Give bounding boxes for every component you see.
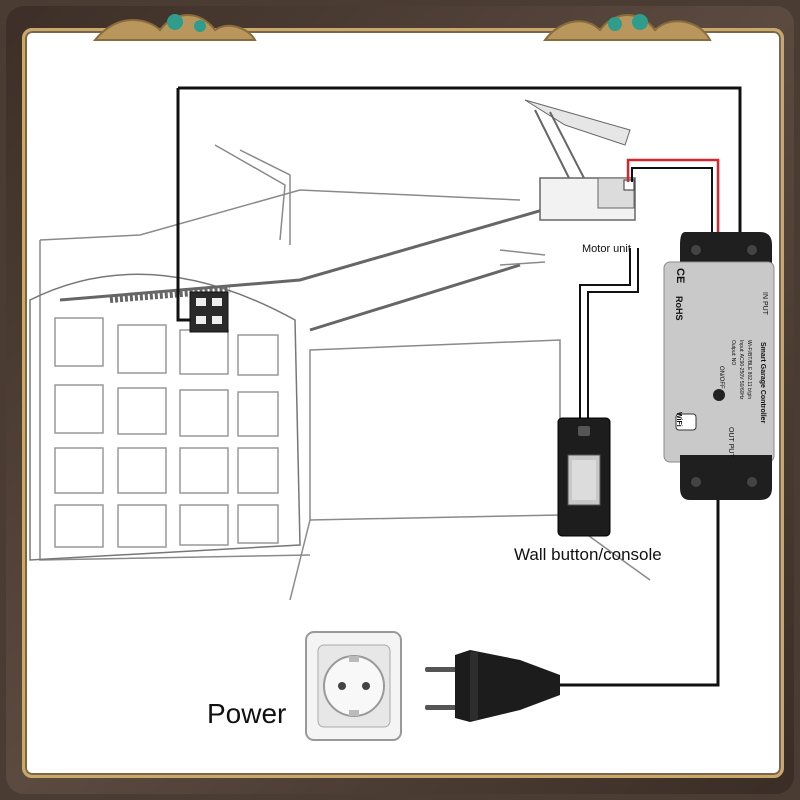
power-plug	[425, 650, 560, 722]
motor-unit	[524, 99, 636, 221]
controller-face-text: CE RoHS IN PUT Smart Garage Controller W…	[664, 262, 774, 462]
motor-unit-label: Motor unit	[582, 243, 631, 255]
in-put-label: IN PUT	[761, 292, 768, 315]
wire-wall-button-2	[587, 248, 639, 420]
rohs-mark: RoHS	[674, 296, 684, 321]
on-off-label: ON/OFF	[718, 366, 724, 389]
wire-wall-button-1	[579, 248, 631, 420]
wire-wall-relay-return	[176, 88, 190, 322]
controller-spec-2: Input: AC90-250V 50/60Hz	[738, 340, 744, 400]
wiring	[176, 86, 742, 687]
wire-power-cord	[560, 500, 720, 687]
wall-button	[557, 417, 611, 537]
power-socket	[305, 631, 402, 741]
smart-garage-controller	[663, 232, 775, 500]
ornament-top-left	[92, 14, 257, 41]
ce-mark: CE	[674, 268, 686, 284]
controller-spec-3: Output: NO	[730, 340, 736, 366]
out-put-label: OUT PUT	[727, 427, 734, 458]
controller-name: Smart Garage Controller	[759, 342, 766, 424]
diagram-panel	[22, 28, 784, 778]
relay-block	[189, 291, 229, 333]
wire-red-motor	[626, 158, 720, 245]
controller-spec-1: Wi-Fi/BT/BLE 802.11 b/g/n	[746, 340, 752, 400]
wifi-badge: WiFi	[675, 412, 682, 427]
ornament-top-right	[542, 14, 712, 41]
power-label: Power	[207, 698, 287, 729]
wire-black-motor	[631, 167, 713, 245]
wall-button-label: Wall button/console	[514, 545, 662, 564]
wire-controller-to-wall-relay	[178, 86, 742, 245]
